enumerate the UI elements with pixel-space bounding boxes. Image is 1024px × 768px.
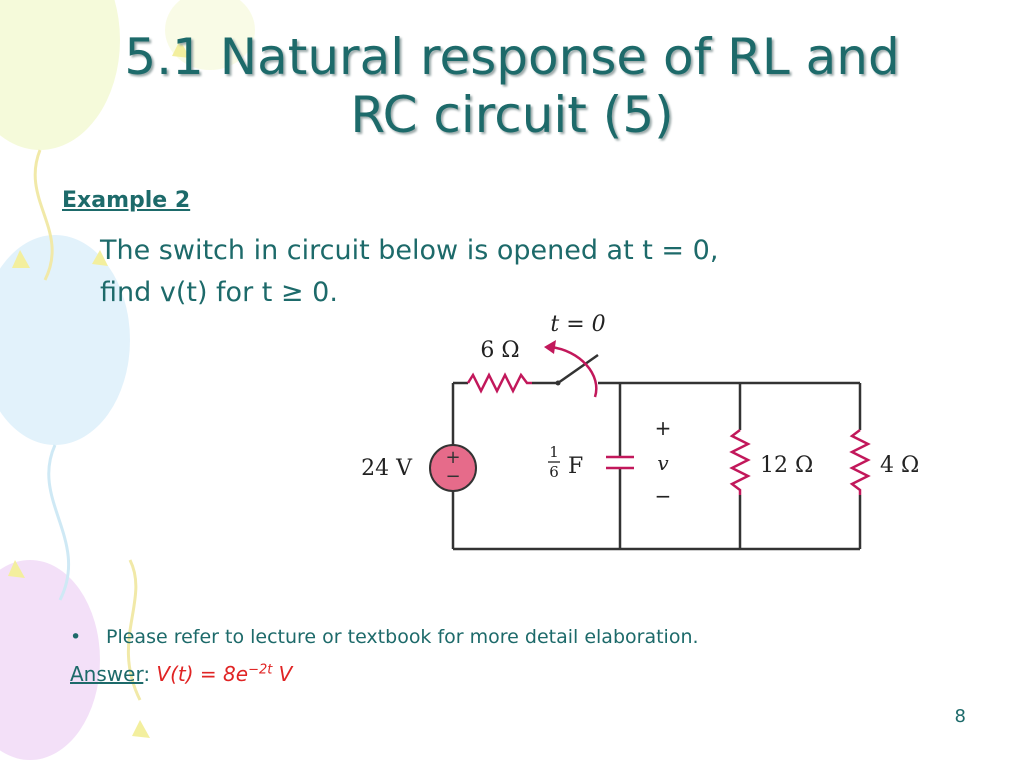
bullet-dot-icon: • bbox=[70, 626, 82, 648]
bullet-text: Please refer to lecture or textbook for … bbox=[106, 626, 699, 648]
balloon-decoration bbox=[165, 0, 255, 70]
source-label: 24 V bbox=[361, 456, 413, 481]
answer-formula-base: V(t) = 8e bbox=[156, 662, 249, 686]
source-minus: − bbox=[445, 466, 460, 487]
page-number: 8 bbox=[954, 706, 966, 727]
answer-colon: : bbox=[143, 662, 157, 686]
resistor-4-ohm bbox=[849, 429, 871, 495]
answer-formula-exponent: −2t bbox=[248, 662, 273, 678]
circuit-diagram: + − t = 0 6 Ω 24 V 1 6 F + v − 12 Ω 4 Ω bbox=[361, 312, 919, 551]
source-plus: + bbox=[445, 447, 460, 468]
example-heading: Example 2 bbox=[62, 188, 191, 213]
switch-arrow bbox=[549, 345, 598, 398]
problem-statement: The switch in circuit below is opened at… bbox=[100, 230, 920, 314]
balloon-string bbox=[33, 149, 54, 281]
capacitor-numerator: 1 bbox=[549, 443, 559, 461]
problem-line: The switch in circuit below is opened at… bbox=[100, 235, 719, 266]
balloon-string bbox=[47, 444, 71, 601]
balloon-string bbox=[126, 559, 142, 701]
bullet-item: • Please refer to lecture or textbook for… bbox=[70, 626, 699, 648]
problem-line: find v(t) for t ≥ 0. bbox=[100, 277, 338, 308]
v-label: v bbox=[657, 451, 669, 475]
answer-line: Answer: V(t) = 8e−2t V bbox=[70, 662, 292, 686]
confetti-decoration bbox=[172, 40, 190, 58]
circuit-wires bbox=[451, 381, 862, 551]
voltage-source bbox=[429, 444, 477, 492]
confetti-decoration bbox=[132, 720, 150, 738]
answer-formula-unit: V bbox=[272, 662, 293, 686]
capacitor-denominator: 6 bbox=[549, 463, 559, 481]
balloon-decoration bbox=[0, 0, 120, 150]
v-plus-label: + bbox=[655, 416, 672, 440]
v-minus-label: − bbox=[655, 484, 672, 508]
answer-label: Answer bbox=[70, 662, 144, 686]
title-line: RC circuit (5) bbox=[350, 86, 674, 144]
confetti-decoration bbox=[92, 250, 108, 266]
confetti-decoration bbox=[8, 560, 25, 578]
resistor-4-label: 4 Ω bbox=[880, 453, 919, 478]
title-line: 5.1 Natural response of RL and bbox=[124, 28, 900, 86]
resistor-6-label: 6 Ω bbox=[480, 338, 519, 363]
balloon-decoration bbox=[0, 235, 130, 445]
capacitor-unit: F bbox=[568, 454, 583, 479]
confetti-decoration bbox=[12, 250, 30, 268]
balloon-decoration bbox=[0, 560, 100, 760]
resistor-12-label: 12 Ω bbox=[760, 453, 813, 478]
switch-arrowhead bbox=[544, 340, 556, 354]
resistor-6-ohm bbox=[466, 372, 532, 394]
answer-formula: V(t) = 8e−2t V bbox=[156, 662, 292, 686]
switch-label: t = 0 bbox=[550, 312, 605, 337]
resistor-12-ohm bbox=[729, 429, 751, 495]
switch-blade bbox=[557, 353, 599, 385]
slide-title: 5.1 Natural response of RL and RC circui… bbox=[40, 28, 984, 144]
